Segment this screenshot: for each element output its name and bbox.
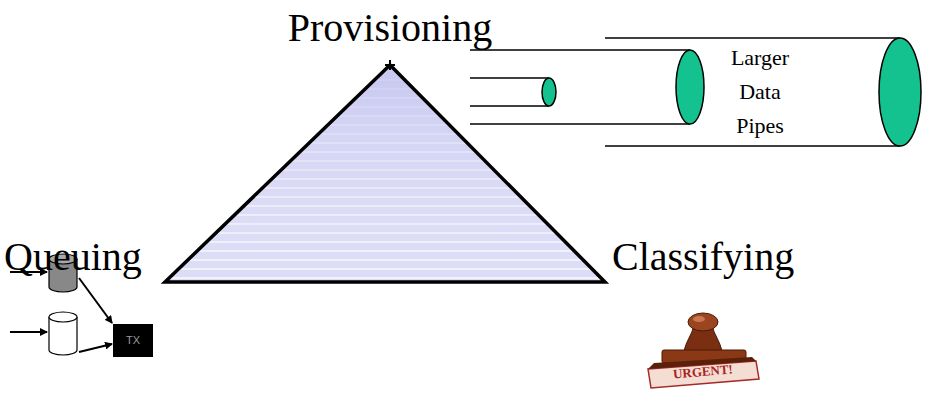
pipe-label: Larger Data Pipes [731,41,789,143]
input-arrow [10,331,47,333]
transmit-node: TX [113,324,153,357]
top-label: Provisioning [288,6,492,50]
pipe-line [470,123,690,125]
pipe-line [470,49,690,51]
triangle-outline [165,65,605,282]
queue-arrow [79,278,112,323]
apex-mark [385,60,395,70]
transmit-label: TX [126,334,140,346]
stamp-node: URGENT! [640,311,765,391]
queue-cylinder [49,317,77,355]
pipe-end [676,50,704,124]
triangle-shade [165,65,605,282]
pipe-line [470,105,549,107]
pipe-end [542,78,556,106]
corner-label: Classifying [612,235,794,279]
pipe-line [470,77,549,79]
triangle-fill [165,65,605,282]
queue-cylinder-top [49,312,77,322]
pipe-node: Larger Data Pipes [605,34,923,150]
corner-label: Queuing [4,235,142,279]
queue-arrow [79,344,112,352]
